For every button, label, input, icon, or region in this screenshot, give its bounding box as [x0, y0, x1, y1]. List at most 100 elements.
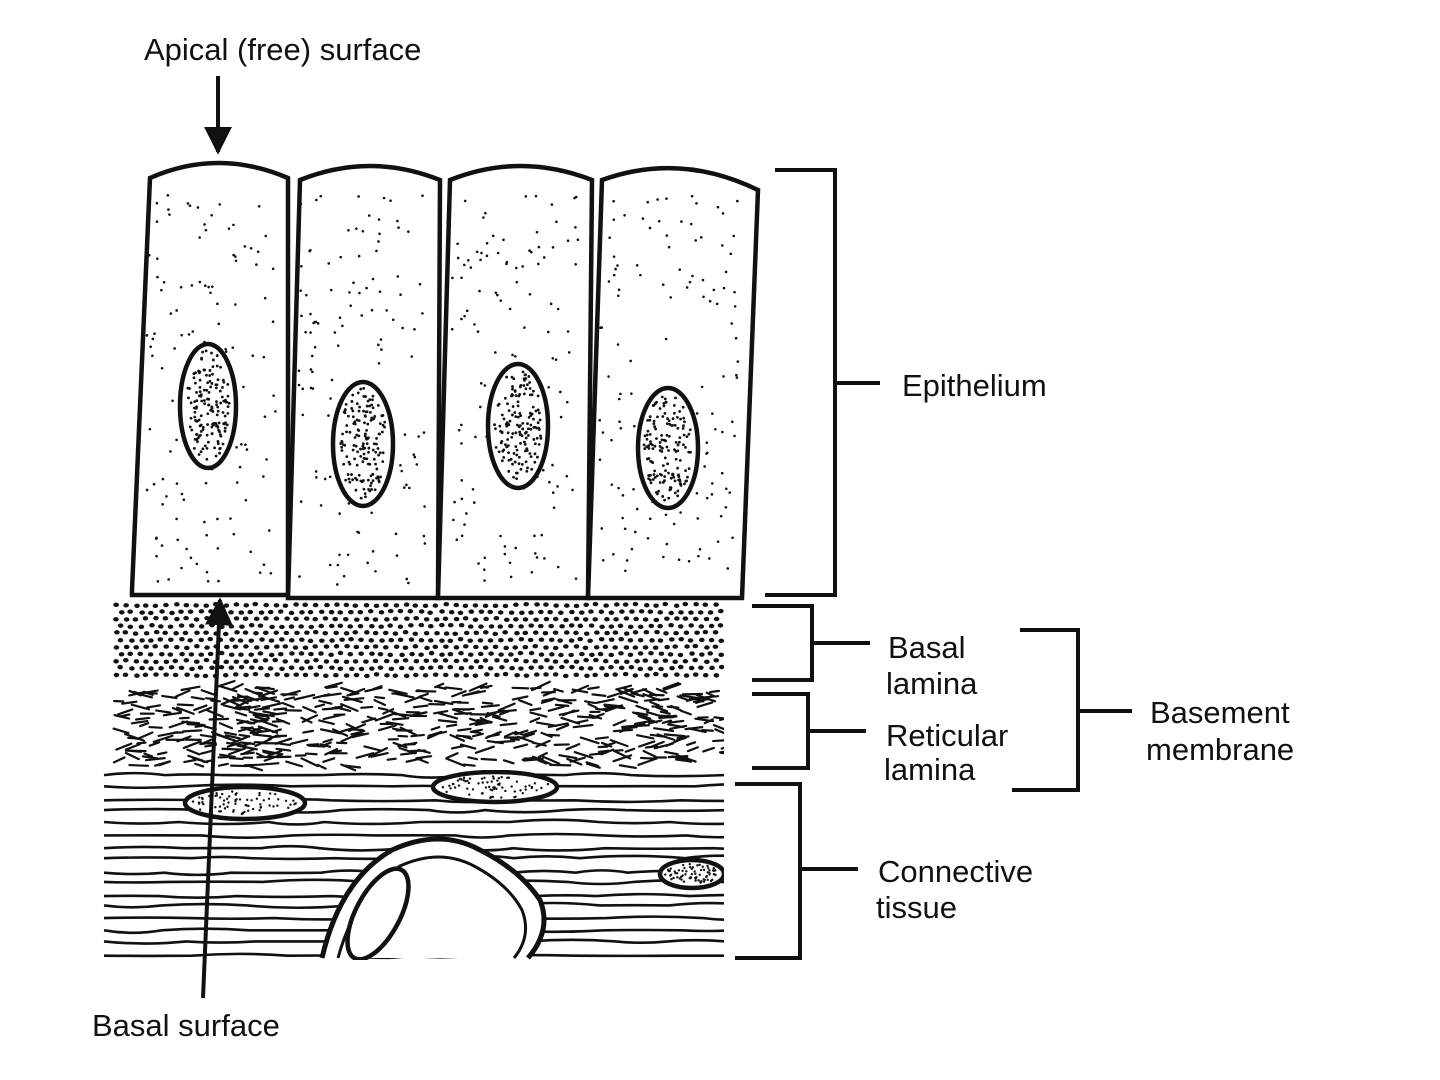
reticular-fiber — [392, 741, 408, 749]
chromatin-dot — [211, 365, 215, 369]
basal-lamina-dot — [312, 616, 319, 622]
chromatin-dot — [531, 389, 535, 393]
chromatin-dot — [663, 411, 667, 415]
stipple-dot — [691, 274, 694, 278]
chromatin-dot — [537, 411, 541, 415]
chromatin-dot — [675, 415, 679, 419]
stipple-dot — [617, 397, 621, 401]
reticular-lamina-label-line1: Reticular — [886, 718, 1008, 753]
basal-lamina-dot — [157, 637, 164, 642]
reticular-fiber — [273, 707, 288, 711]
basal-lamina-dot — [658, 666, 664, 672]
basal-lamina-dot — [183, 603, 190, 608]
reticular-fiber — [234, 711, 248, 717]
basal-lamina-dot — [282, 644, 289, 649]
stipple-dot — [367, 214, 371, 217]
basal-lamina-dot — [568, 623, 575, 628]
chromatin-dot — [219, 796, 222, 799]
basal-lamina-dot — [619, 609, 625, 614]
chromatin-dot — [344, 402, 348, 406]
basal-lamina-dot — [413, 658, 420, 664]
chromatin-dot — [268, 792, 272, 795]
stipple-dot — [421, 312, 424, 315]
reticular-fiber — [223, 731, 238, 736]
reticular-fiber — [250, 717, 270, 725]
chromatin-dot — [348, 480, 352, 484]
stipple-dot — [400, 469, 404, 473]
basal-lamina-dot — [383, 658, 390, 664]
reticular-fiber — [474, 745, 495, 754]
basal-lamina-dot — [543, 645, 549, 650]
basal-lamina-dot — [232, 644, 239, 649]
chromatin-dot — [519, 414, 523, 418]
basal-lamina-dot — [257, 623, 264, 628]
chromatin-dot — [205, 373, 208, 377]
stipple-dot — [556, 485, 559, 488]
stipple-dot — [478, 289, 481, 293]
reticular-fiber — [637, 740, 656, 748]
chromatin-dot — [660, 450, 664, 453]
reticular-fiber — [208, 717, 230, 721]
basal-lamina-dot — [268, 652, 275, 658]
stipple-dot — [180, 492, 184, 496]
reticular-fiber — [444, 686, 463, 691]
stipple-dot — [485, 241, 489, 245]
basal-lamina-dot — [133, 659, 140, 664]
chromatin-dot — [258, 793, 261, 797]
stipple-dot — [496, 251, 500, 255]
basal-lamina-dot — [282, 603, 289, 608]
chromatin-dot — [487, 785, 491, 789]
stipple-dot — [377, 361, 381, 365]
basal-lamina-dot — [228, 624, 235, 629]
stipple-dot — [502, 238, 505, 242]
chromatin-dot — [523, 440, 526, 444]
stipple-dot — [551, 491, 555, 495]
chromatin-dot — [648, 418, 652, 422]
basal-lamina-dot — [573, 603, 580, 609]
stipple-dot — [483, 384, 487, 387]
stipple-dot — [612, 552, 615, 556]
stipple-dot — [529, 250, 533, 254]
basal-lamina-dot — [273, 630, 280, 635]
basal-lamina-dot — [242, 616, 249, 621]
chromatin-dot — [672, 404, 676, 407]
chromatin-dot — [238, 798, 242, 801]
reticular-fiber — [373, 699, 387, 707]
reticular-fiber — [649, 733, 665, 738]
basal-lamina-dot — [458, 650, 464, 656]
chromatin-dot — [657, 489, 660, 493]
basal-lamina-dot — [608, 664, 614, 670]
chromatin-dot — [201, 428, 205, 431]
chromatin-dot — [514, 431, 518, 435]
basal-lamina-dot — [582, 617, 589, 622]
basal-lamina-dot — [522, 644, 529, 650]
chromatin-dot — [225, 797, 229, 800]
basal-lamina-dot — [587, 666, 594, 671]
reticular-fiber — [341, 695, 363, 704]
reticular-fiber — [351, 732, 370, 739]
basal-lamina-dot — [552, 672, 559, 677]
basal-lamina-dot — [553, 603, 559, 608]
reticular-fiber — [480, 757, 498, 761]
chromatin-dot — [234, 802, 237, 805]
chromatin-dot — [526, 427, 530, 431]
basal-lamina-dot — [167, 624, 174, 629]
stipple-dot — [616, 343, 620, 346]
chromatin-dot — [259, 805, 263, 809]
chromatin-dot — [201, 801, 204, 804]
chromatin-dot — [209, 408, 213, 412]
chromatin-dot — [214, 386, 218, 390]
basal-lamina-dot — [677, 624, 684, 629]
reticular-fiber — [270, 735, 282, 739]
chromatin-dot — [493, 423, 496, 427]
chromatin-dot — [667, 869, 671, 873]
chromatin-dot — [526, 434, 530, 437]
reticular-fiber — [142, 689, 159, 695]
basal-lamina-dot — [612, 645, 618, 650]
chromatin-dot — [519, 467, 523, 471]
chromatin-dot — [355, 418, 359, 422]
stipple-dot — [697, 554, 700, 558]
stipple-dot — [496, 293, 499, 297]
basal-lamina-dot — [333, 644, 340, 649]
stipple-dot — [511, 353, 514, 357]
